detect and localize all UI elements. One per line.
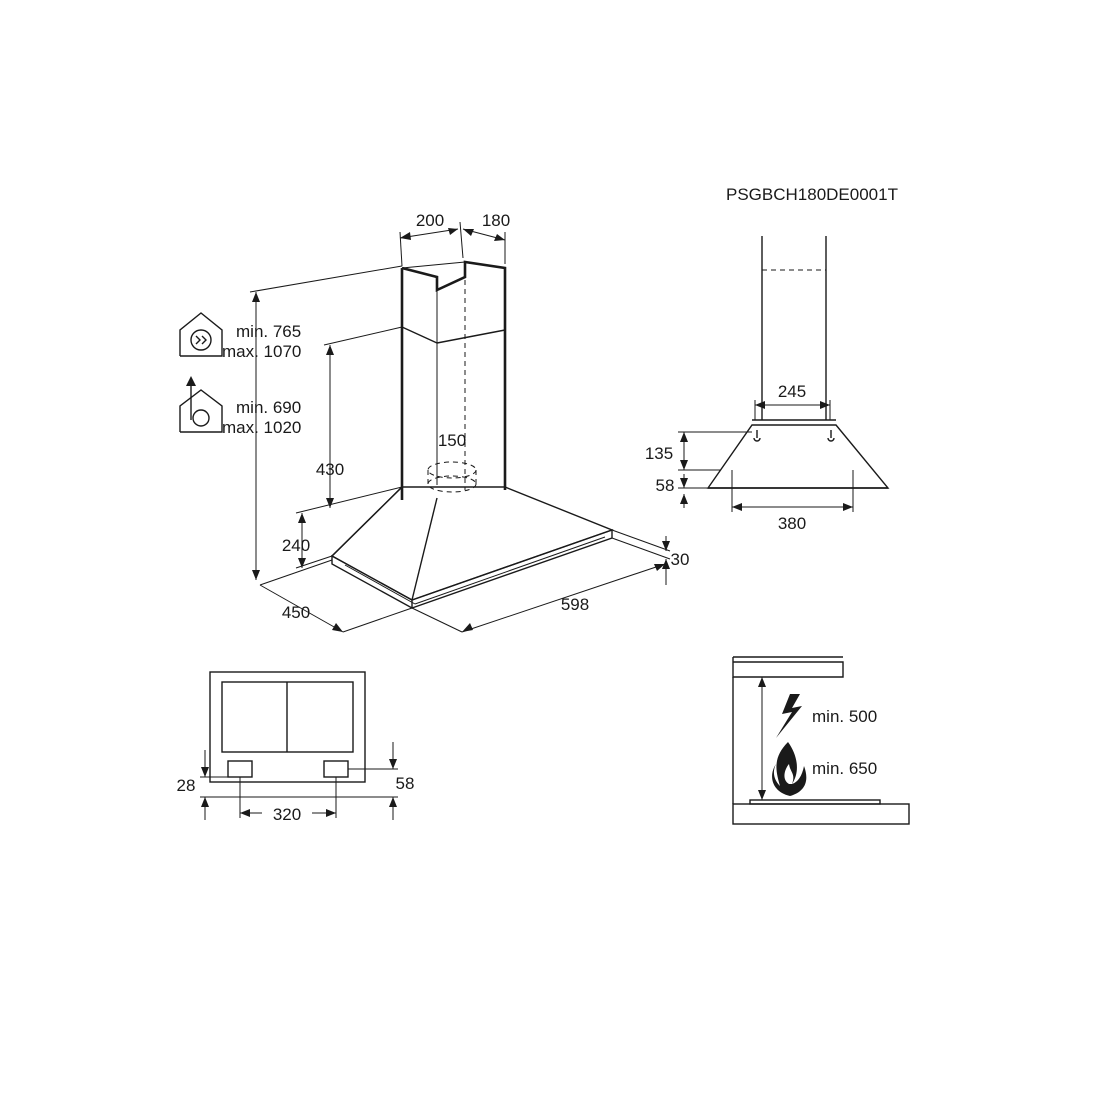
main-dimension-lines xyxy=(249,221,671,633)
side-view-drawing xyxy=(706,236,890,489)
house-extraction-icon xyxy=(179,312,223,357)
recirculation-min: min. 690 xyxy=(236,398,301,417)
house-recirculation-icon xyxy=(179,376,223,433)
dim-chimney-lower: 430 xyxy=(316,460,344,479)
lightning-icon xyxy=(776,694,802,738)
dim-width: 598 xyxy=(561,595,589,614)
clearance-electric: min. 500 xyxy=(812,707,877,726)
clearance-gas: min. 650 xyxy=(812,759,877,778)
main-dimension-labels: 200 180 150 430 240 30 450 598 xyxy=(282,211,690,622)
side-view-labels: 245 135 58 380 xyxy=(645,382,806,533)
dim-bottom-left-offset: 28 xyxy=(177,776,196,795)
product-code: PSGBCH180DE0001T xyxy=(726,185,898,204)
flame-icon xyxy=(772,742,807,796)
dim-duct: 150 xyxy=(438,431,466,450)
dim-top-depth: 180 xyxy=(482,211,510,230)
clearance-drawing xyxy=(732,656,910,825)
dim-depth: 450 xyxy=(282,603,310,622)
extraction-max: max. 1070 xyxy=(222,342,301,361)
bottom-view-labels: 28 58 320 xyxy=(177,774,415,824)
dim-side-canopy-height: 135 xyxy=(645,444,673,463)
dim-top-width: 200 xyxy=(416,211,444,230)
side-view-dimension-lines xyxy=(678,400,854,512)
dim-side-chimney-width: 245 xyxy=(778,382,806,401)
dim-bottom-hole-spacing: 320 xyxy=(273,805,301,824)
extraction-min: min. 765 xyxy=(236,322,301,341)
dim-edge: 30 xyxy=(671,550,690,569)
recirculation-max: max. 1020 xyxy=(222,418,301,437)
dim-side-width: 380 xyxy=(778,514,806,533)
dim-side-edge: 58 xyxy=(656,476,675,495)
dim-bottom-right-offset: 58 xyxy=(396,774,415,793)
bottom-view-dimension-lines xyxy=(200,742,398,820)
clearance-labels: min. 500 min. 650 xyxy=(812,707,877,778)
bottom-view-drawing xyxy=(209,671,366,783)
main-hood-drawing xyxy=(330,260,614,609)
dim-canopy-height: 240 xyxy=(282,536,310,555)
